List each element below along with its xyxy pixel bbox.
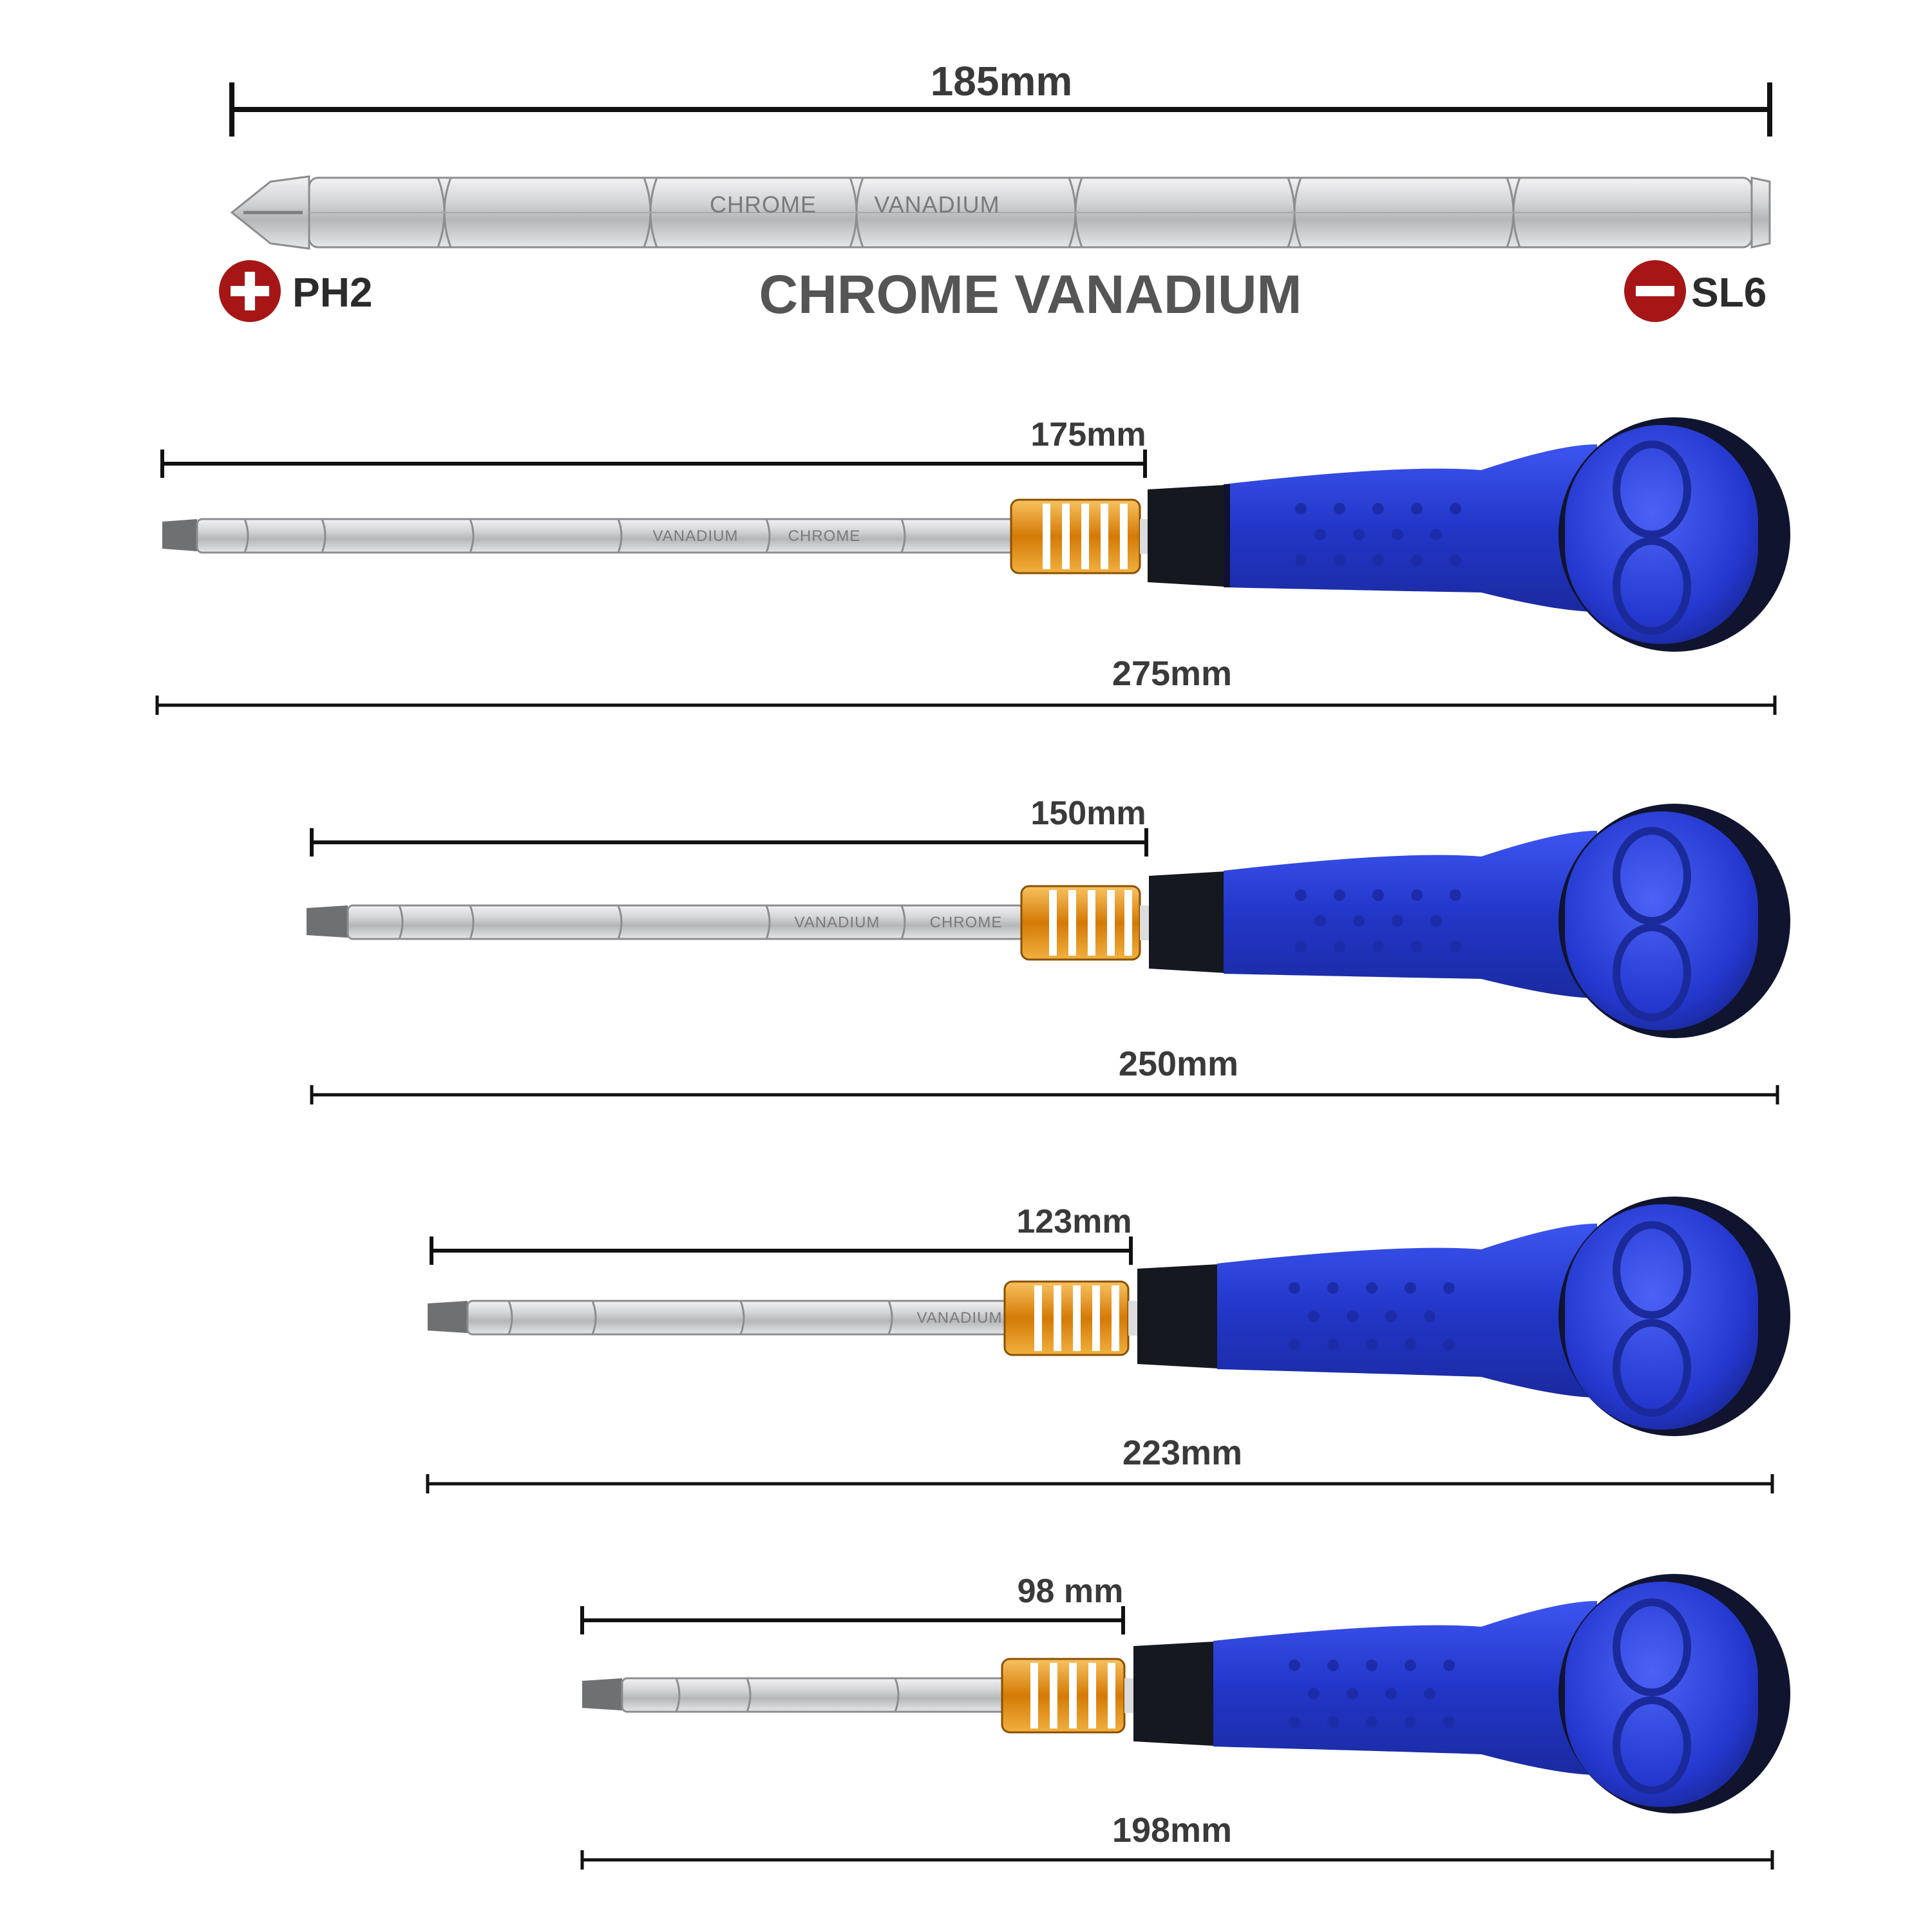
total-length-label-4: 198mm (1112, 1811, 1232, 1850)
total-dimension-2: 250mm (310, 1045, 1779, 1104)
top-bit-etch-chrome: CHROME (710, 191, 817, 218)
etch-vanadium-2: VANADIUM (795, 914, 880, 931)
shaft-dimension-4: 98 mm (580, 1573, 1125, 1634)
shaft-dimension-2: 150mm (310, 795, 1148, 857)
plus-circle-icon (219, 260, 281, 322)
etch-vanadium-1: VANADIUM (653, 527, 739, 545)
top-bit-etch-vanadium: VANADIUM (874, 191, 999, 218)
bit-shaft-1: VANADIUM CHROME (162, 518, 1021, 554)
total-length-label-3: 223mm (1122, 1434, 1242, 1472)
shaft-dimension-3: 123mm (430, 1203, 1133, 1265)
screwdriver-2: 150mm VANADIUM CHROME (307, 795, 1790, 1104)
shaft-length-label-1: 175mm (1030, 416, 1146, 453)
screwdriver-1: 175mm VANADIUM CHROME (155, 416, 1790, 715)
top-bit-section: 185mm CHROME VANADIUM (219, 58, 1772, 325)
handle-1 (1148, 417, 1790, 652)
total-dimension-4: 198mm (580, 1811, 1774, 1870)
tip-label-ph2: PH2 (292, 269, 373, 316)
double-ended-bit: CHROME VANADIUM (230, 175, 1771, 250)
total-dimension-3: 223mm (426, 1434, 1774, 1493)
collar-3 (1003, 1280, 1137, 1356)
total-dimension-1: 275mm (155, 654, 1777, 715)
screwdriver-4: 98 mm (580, 1573, 1790, 1870)
top-bit-length-label: 185mm (931, 58, 1073, 104)
material-title: CHROME VANADIUM (759, 264, 1302, 325)
collar-1 (1010, 498, 1148, 574)
shaft-length-label-4: 98 mm (1018, 1573, 1124, 1610)
minus-circle-icon (1624, 260, 1686, 322)
shaft-dimension-1: 175mm (160, 416, 1147, 478)
screwdriver-3: 123mm VANADIUM (426, 1197, 1790, 1493)
shaft-length-label-2: 150mm (1030, 795, 1146, 832)
collar-2 (1020, 885, 1149, 961)
bit-shaft-2: VANADIUM CHROME (307, 904, 1025, 940)
total-length-label-2: 250mm (1119, 1045, 1238, 1083)
handle-3 (1137, 1197, 1790, 1436)
top-bit-dimension: 185mm (229, 58, 1772, 137)
total-length-label-1: 275mm (1112, 654, 1232, 693)
etch-chrome-1: CHROME (788, 527, 861, 545)
bit-shaft-3: VANADIUM (428, 1300, 1016, 1336)
etch-vanadium-3: VANADIUM (917, 1309, 1003, 1327)
etch-chrome-2: CHROME (930, 914, 1003, 931)
shaft-length-label-3: 123mm (1016, 1203, 1132, 1240)
handle-2 (1149, 804, 1790, 1038)
handle-4 (1133, 1574, 1790, 1814)
bit-shaft-4 (582, 1677, 1010, 1713)
collar-4 (1001, 1658, 1133, 1734)
tip-label-sl6: SL6 (1691, 269, 1766, 316)
